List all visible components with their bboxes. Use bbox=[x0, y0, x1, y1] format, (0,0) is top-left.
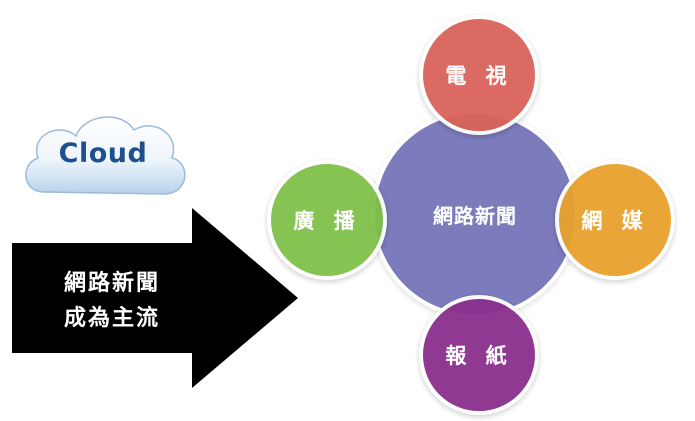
arrow-shape bbox=[12, 208, 298, 388]
hub-circle: 網路新聞 bbox=[371, 110, 579, 318]
cloud-label: Cloud bbox=[58, 138, 148, 169]
spoke-circle-top: 電 視 bbox=[419, 15, 539, 135]
spoke-label-bottom: 報 紙 bbox=[445, 344, 513, 368]
arrow-text-line2: 成為主流 bbox=[63, 306, 160, 331]
hub-label: 網路新聞 bbox=[433, 203, 517, 228]
spoke-circle-right: 網 媒 bbox=[555, 160, 675, 280]
arrow: 網路新聞 成為主流 bbox=[12, 208, 300, 388]
spoke-label-right: 網 媒 bbox=[581, 209, 649, 233]
spoke-circle-bottom: 報 紙 bbox=[419, 295, 539, 415]
cloud-icon bbox=[25, 116, 186, 195]
cloud-logo: Cloud bbox=[14, 104, 192, 214]
spoke-circle-left: 廣 播 bbox=[267, 160, 387, 280]
spoke-label-top: 電 視 bbox=[445, 64, 513, 88]
spoke-label-left: 廣 播 bbox=[293, 209, 361, 233]
arrow-text-line1: 網路新聞 bbox=[63, 271, 160, 296]
